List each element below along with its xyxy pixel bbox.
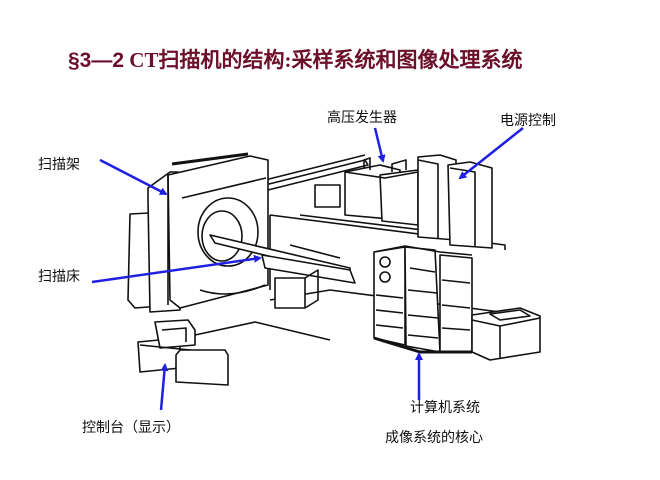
label-power-control: 电源控制: [500, 113, 556, 129]
computer-cabinets-shape: [373, 245, 473, 354]
section-number: §3—2: [68, 49, 125, 72]
arrow-gantry: [99, 158, 168, 196]
label-imaging-core: 成像系统的核心: [385, 430, 483, 446]
arrow-couch: [91, 254, 262, 284]
slide-title: §3—2 CT扫描机的结构:采样系统和图像处理系统: [68, 44, 522, 74]
power-cabinets-shape: [417, 154, 493, 249]
label-gantry: 扫描架: [38, 157, 80, 173]
label-couch: 扫描床: [38, 269, 80, 285]
hv-generator-shape: [344, 157, 419, 226]
arrow-console: [159, 363, 169, 411]
small-box: [314, 184, 341, 208]
gantry-shape: [147, 152, 269, 313]
annotation-arrows: [91, 127, 524, 411]
label-hv-generator: 高压发生器: [327, 110, 397, 126]
couch-shape: [209, 234, 356, 309]
arrow-hv-generator: [373, 127, 386, 163]
arrow-power-control: [458, 127, 524, 180]
console-shape: [137, 319, 331, 386]
label-computer-system: 计算机系统: [410, 400, 480, 416]
title-text: CT扫描机的结构:采样系统和图像处理系统: [129, 48, 523, 72]
printer-desk-shape: [471, 307, 541, 361]
label-console: 控制台（显示）: [82, 420, 180, 436]
